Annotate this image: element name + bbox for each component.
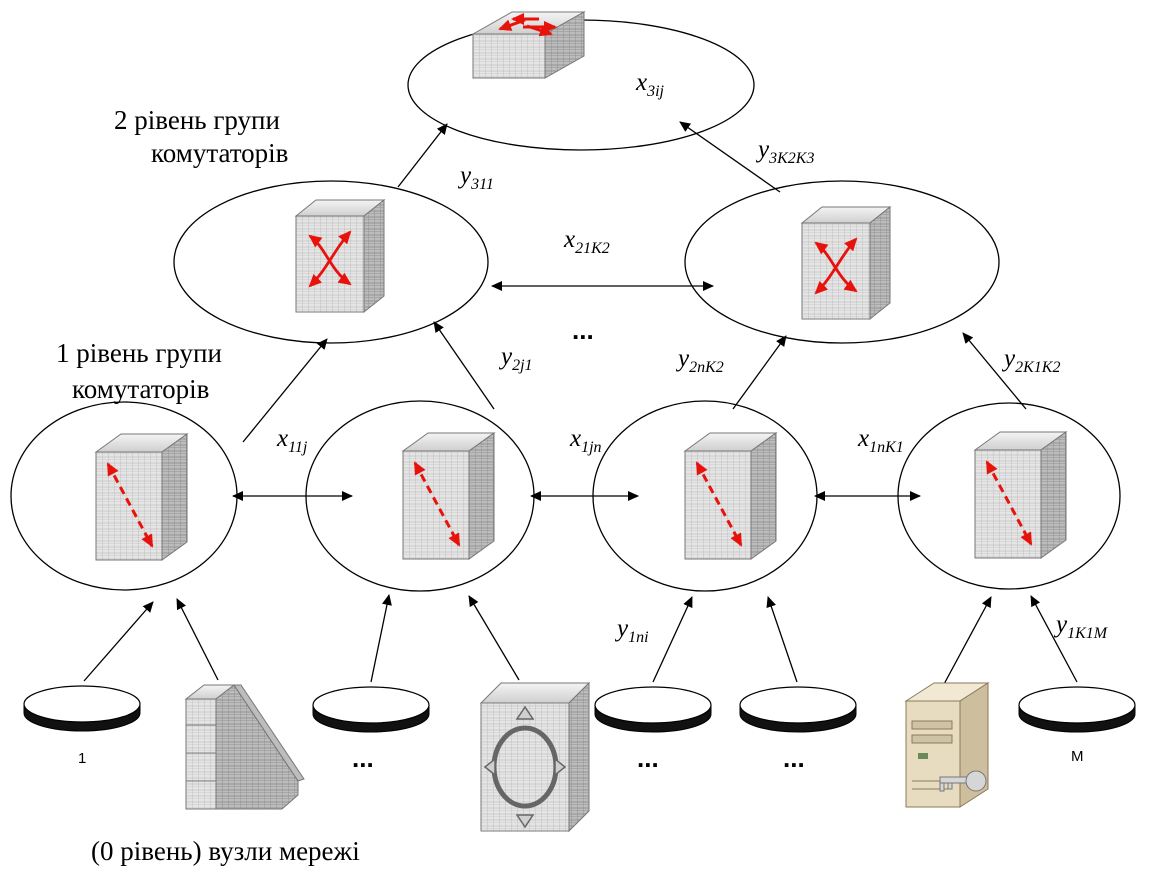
var-y2K1K2: y2K1K2: [1001, 345, 1060, 376]
var-y311: y311: [457, 162, 494, 193]
variable-labels: x3ij y311 y3K2K3 x21K2 y2j1 y2nK2 y2K1K2…: [276, 69, 1109, 646]
level1-label-line2: комутаторів: [72, 374, 209, 404]
node-label-first: 1: [78, 750, 86, 767]
ellipsis-node-3: ...: [637, 743, 659, 773]
level1-label-line1: 1 рівень групи: [56, 338, 222, 368]
var-y1K1M: y1K1M: [1053, 611, 1109, 642]
level1-group-2: [305, 400, 535, 592]
link-node1: [83, 601, 154, 682]
var-y2nK2: y2nK2: [675, 345, 724, 376]
multilayer-switch-icon: [471, 11, 586, 79]
var-x11j: x11j: [276, 425, 308, 456]
workgroup-switch-icon: [401, 432, 496, 560]
link-server: [942, 596, 992, 687]
var-x1nK1: x1nK1: [857, 425, 904, 456]
link-y2K1K2: [962, 332, 1027, 410]
level1-group-4: [897, 402, 1121, 590]
level1-group-3: [592, 400, 818, 592]
level0-label: (0 рівень) вузли мережі: [91, 836, 360, 866]
level2-group-left: [173, 180, 489, 344]
ellipsis-node-4: ...: [783, 743, 805, 773]
network-node-disk-icon: [23, 685, 141, 732]
link-bridge: [176, 598, 219, 681]
atm-switch-icon: [800, 205, 892, 321]
connections: [83, 121, 1078, 687]
node-label-last: M: [1071, 748, 1084, 765]
router-icon: [479, 681, 591, 833]
link-y311: [397, 123, 448, 188]
network-node-disk-icon: [739, 686, 857, 733]
level2-label-line1: 2 рівень групи: [114, 105, 280, 135]
level2-group-right: [684, 180, 1000, 344]
link-node2: [370, 594, 392, 683]
ellipsis-node-2: ...: [352, 743, 374, 773]
link-x11j-up: [242, 338, 328, 443]
ellipsis-level2: ...: [572, 315, 594, 345]
switch-group-ellipses: [10, 19, 1121, 592]
network-node-disk-icon: [312, 686, 430, 733]
link-node4: [766, 596, 798, 683]
network-node-disk-icon: [594, 686, 712, 733]
level1-group-1: [10, 401, 238, 591]
link-y1K1M: [1030, 595, 1078, 683]
link-y1ni: [652, 596, 693, 683]
level-labels: 2 рівень групи комутаторів 1 рівень груп…: [56, 105, 360, 866]
var-y1ni: y1ni: [614, 615, 649, 646]
var-x1jn: x1jn: [569, 425, 602, 456]
bridge-icon: [184, 684, 305, 810]
link-y2nK2: [732, 335, 787, 410]
var-x3ij: x3ij: [635, 69, 665, 100]
ellipsis-marks: ... ... ... ... 1 M: [78, 315, 1084, 773]
network-node-disk-icon: [1018, 686, 1136, 733]
server-with-key-icon: [904, 682, 990, 808]
workgroup-switch-icon: [683, 432, 778, 560]
atm-switch-icon: [294, 198, 386, 314]
var-y3K2K3: y3K2K3: [755, 136, 814, 167]
var-y2j1: y2j1: [498, 343, 533, 374]
link-router: [468, 595, 520, 681]
var-x21K2: x21K2: [563, 226, 610, 257]
workgroup-switch-icon: [973, 431, 1068, 559]
level2-label-line2: комутаторів: [151, 138, 288, 168]
workgroup-switch-icon: [94, 433, 189, 561]
link-y2j1: [433, 321, 495, 410]
